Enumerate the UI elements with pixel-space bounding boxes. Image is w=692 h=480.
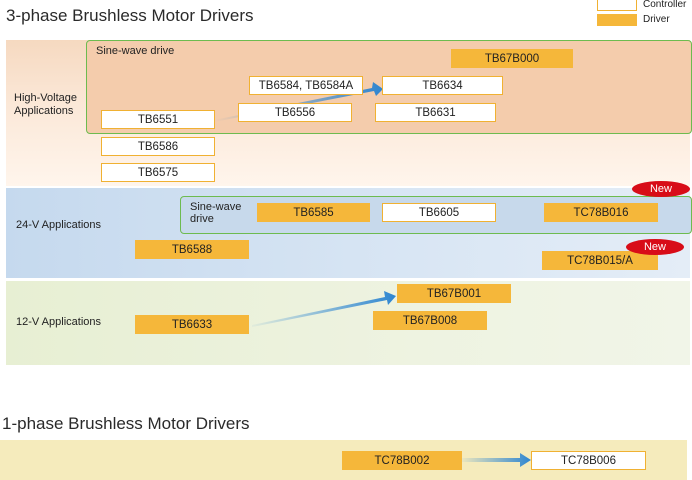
one-phase-title: 1-phase Brushless Motor Drivers	[2, 414, 250, 433]
legend-driver-label: Driver	[643, 14, 670, 25]
chip-tc78b015a: TC78B015/A	[542, 251, 658, 270]
arrow-tc78b002-to-tc78b006	[462, 453, 531, 467]
chip-tb67b008: TB67B008	[373, 311, 487, 330]
legend-controller-label: Controller	[643, 0, 687, 10]
12v-applications-label: 12-V Applications	[16, 316, 101, 328]
three-phase-title: 3-phase Brushless Motor Drivers	[6, 6, 254, 25]
24v-sine-wave-label-line2: drive	[190, 213, 214, 225]
legend-controller-swatch	[597, 0, 637, 11]
24v-applications-label: 24-V Applications	[16, 219, 101, 231]
arrow-tb6633-to-tb67b001	[252, 291, 396, 327]
chip-tb6633: TB6633	[135, 315, 249, 334]
chip-tb6551: TB6551	[101, 110, 215, 129]
high-voltage-label-line2: Applications	[14, 105, 74, 117]
12v-band	[6, 281, 690, 365]
chip-tb67b000: TB67B000	[451, 49, 573, 68]
chip-tb6585: TB6585	[257, 203, 370, 222]
chip-tc78b006: TC78B006	[531, 451, 646, 470]
legend-driver-swatch	[597, 14, 637, 26]
chip-tb6605: TB6605	[382, 203, 496, 222]
24v-sine-wave-label-line1: Sine-wave	[190, 201, 242, 213]
chip-tc78b016: TC78B016	[544, 203, 658, 222]
chip-tb67b001: TB67B001	[397, 284, 511, 303]
chip-tb6634: TB6634	[382, 76, 503, 95]
chip-tb6556: TB6556	[238, 103, 352, 122]
chip-tc78b002: TC78B002	[342, 451, 462, 470]
hv-sine-wave-label: Sine-wave drive	[96, 45, 175, 57]
high-voltage-label-line1: High-Voltage	[14, 92, 77, 104]
new-badge-tc78b016: New	[632, 181, 690, 197]
chip-tb6586: TB6586	[101, 137, 215, 156]
new-badge-tc78b015a: New	[626, 239, 684, 255]
chip-tb6631: TB6631	[375, 103, 496, 122]
chip-tb6584: TB6584, TB6584A	[249, 76, 363, 95]
chip-tb6588: TB6588	[135, 240, 249, 259]
chip-tb6575: TB6575	[101, 163, 215, 182]
